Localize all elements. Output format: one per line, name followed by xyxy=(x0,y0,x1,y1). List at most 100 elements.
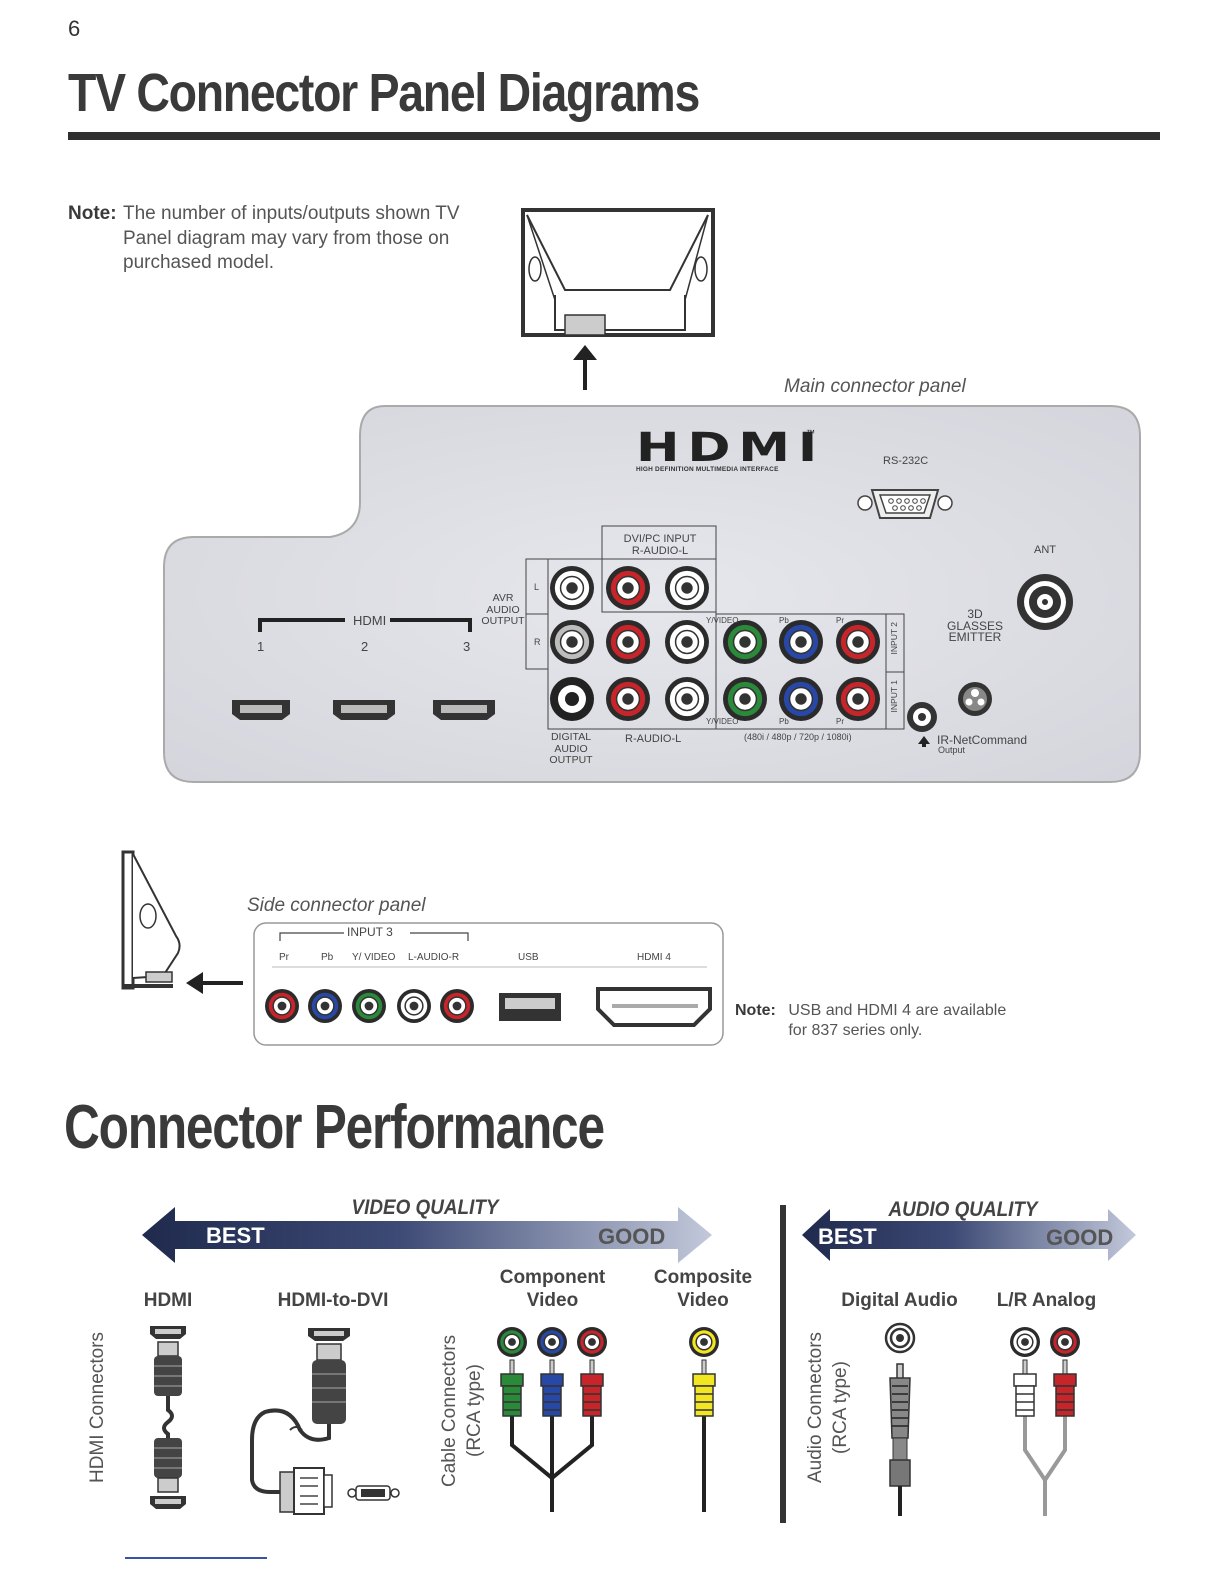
composite-plug-jack[interactable] xyxy=(689,1327,719,1357)
digital-audio-cable-illustration xyxy=(884,1322,916,1516)
hdmi-tm: ™ xyxy=(806,428,815,438)
avr-r-label: R xyxy=(534,637,541,647)
input2-label: INPUT 2 xyxy=(889,622,899,655)
antenna-port[interactable] xyxy=(1017,574,1073,630)
rs232c-label: RS-232C xyxy=(883,455,929,467)
component-y-plug-jack[interactable] xyxy=(497,1327,527,1357)
input2-pr-jack[interactable] xyxy=(836,620,880,664)
analog-l-plug-jack[interactable] xyxy=(1010,1327,1040,1357)
col-hdmi-to-dvi: HDMI-to-DVI xyxy=(277,1290,389,1311)
hdmi-group-label: HDMI xyxy=(350,613,390,628)
note-side: Note: USB and HDMI 4 are available for 8… xyxy=(735,1001,1008,1041)
component-pb-plug-jack[interactable] xyxy=(537,1327,567,1357)
connector-illustrations xyxy=(150,1322,1080,1516)
component-pb-plug xyxy=(537,1327,567,1417)
note-label: Note: xyxy=(68,203,117,224)
analog-l-plug xyxy=(1010,1327,1040,1417)
hdmi-logo: HDMI ™ HIGH DEFINITION MULTIMEDIA INTERF… xyxy=(636,428,817,473)
col-composite-video: Composite Video xyxy=(653,1267,753,1311)
rca-jack-group xyxy=(550,566,880,721)
connector-performance-title: Connector Performance xyxy=(64,1093,605,1162)
side-panel-caption: Side connector panel xyxy=(247,895,426,916)
tv-side-illustration xyxy=(121,850,243,994)
hdmi-tagline: HIGH DEFINITION MULTIMEDIA INTERFACE xyxy=(636,466,779,473)
footer-rule xyxy=(125,1557,267,1559)
input1-y-jack[interactable] xyxy=(723,677,767,721)
avr-l-label: L xyxy=(534,582,540,592)
side-audio-l-jack[interactable] xyxy=(397,989,431,1023)
video-quality-label: VIDEO QUALITY xyxy=(351,1196,499,1219)
input1-label: INPUT 1 xyxy=(889,680,899,713)
avr-audio-l-jack[interactable] xyxy=(550,566,594,610)
page-title: TV Connector Panel Diagrams xyxy=(68,63,700,123)
col-hdmi: HDMI xyxy=(143,1290,193,1311)
input2-pb-jack[interactable] xyxy=(779,620,823,664)
component-pr-plug xyxy=(577,1327,607,1417)
component-pr-plug-jack[interactable] xyxy=(577,1327,607,1357)
input2-pb-label: Pb xyxy=(779,616,789,625)
side-pb-label: Pb xyxy=(321,952,334,963)
side-y-jack[interactable] xyxy=(352,989,386,1023)
input2-pr-label: Pr xyxy=(836,616,844,625)
input1-pb-label: Pb xyxy=(779,717,789,726)
side-audio-label: L-AUDIO-R xyxy=(408,952,460,963)
analog-r-plug-jack[interactable] xyxy=(1050,1327,1080,1357)
ir-netcommand-port[interactable] xyxy=(907,702,937,732)
r-audio-l-label: R-AUDIO-L xyxy=(625,733,682,745)
side-hdmi4-label: HDMI 4 xyxy=(637,952,671,963)
audio-good-label: GOOD xyxy=(1046,1225,1114,1250)
avr-audio-output-label: AVR AUDIO OUTPUT xyxy=(481,592,525,627)
input2-yvideo-label: Y/VIDEO xyxy=(706,616,739,625)
composite-plug xyxy=(689,1327,719,1417)
col-lr-analog: L/R Analog xyxy=(996,1290,1097,1311)
ir-netcommand-label: IR-NetCommand xyxy=(937,733,1027,747)
dvi-pc-input-label: DVI/PC INPUT xyxy=(623,533,697,545)
avr-audio-r-jack[interactable] xyxy=(550,620,594,664)
page-number: 6 xyxy=(68,16,81,41)
tv-rear-illustration xyxy=(521,208,715,390)
video-best-label: BEST xyxy=(206,1223,265,1248)
dvi-audio-r-jack[interactable] xyxy=(606,566,650,610)
input1-pb-jack[interactable] xyxy=(779,677,823,721)
quality-arrows xyxy=(142,1207,1136,1263)
hdmi-port-3[interactable] xyxy=(433,700,495,720)
input1-audio-r-jack[interactable] xyxy=(606,677,650,721)
3d-glasses-label: 3D GLASSES EMITTER xyxy=(946,607,1004,644)
col-component-video: Component Video xyxy=(499,1267,606,1311)
input2-audio-l-jack[interactable] xyxy=(665,620,709,664)
input2-audio-r-jack[interactable] xyxy=(606,620,650,664)
resolutions-label: (480i / 480p / 720p / 1080i) xyxy=(744,732,852,742)
hdmi-port-2[interactable] xyxy=(333,700,395,720)
side-pr-jack[interactable] xyxy=(265,989,299,1023)
digital-audio-output-label: DIGITAL AUDIO OUTPUT xyxy=(549,731,593,766)
digital-audio-output-jack[interactable] xyxy=(550,677,594,721)
usb-port[interactable] xyxy=(499,993,561,1021)
component-y-plug xyxy=(497,1327,527,1417)
dvi-audio-label: R-AUDIO-L xyxy=(631,545,689,557)
side-audio-r-jack[interactable] xyxy=(440,989,474,1023)
hdmi-port-3-label: 3 xyxy=(463,639,471,654)
side-pb-jack[interactable] xyxy=(308,989,342,1023)
input1-pr-label: Pr xyxy=(836,717,844,726)
3d-glasses-emitter-port[interactable] xyxy=(958,682,992,716)
hdmi-port-4[interactable] xyxy=(596,987,712,1027)
input1-audio-l-jack[interactable] xyxy=(665,677,709,721)
hdmi-cable-illustration xyxy=(150,1326,186,1509)
dvi-audio-l-jack[interactable] xyxy=(665,566,709,610)
col-digital-audio: Digital Audio xyxy=(841,1290,958,1311)
note-side-label: Note: xyxy=(735,1002,776,1019)
side-usb-label: USB xyxy=(518,952,539,963)
hdmi-logo-text: HDMI xyxy=(636,425,825,471)
lr-analog-cable-illustration xyxy=(1023,1415,1067,1516)
hdmi-port-1-label: 1 xyxy=(257,639,265,654)
ir-netcommand-text: IR-NetCommand xyxy=(937,733,1028,747)
input1-pr-jack[interactable] xyxy=(836,677,880,721)
performance-rca-plugs xyxy=(497,1327,1080,1417)
input2-y-jack[interactable] xyxy=(723,620,767,664)
input3-label: INPUT 3 xyxy=(344,925,396,939)
rs232c-port[interactable] xyxy=(857,489,953,519)
component-cable-illustration xyxy=(510,1415,594,1512)
note-side-text: USB and HDMI 4 are available for 837 ser… xyxy=(788,1002,1007,1039)
hdmi-port-1[interactable] xyxy=(232,700,290,720)
audio-quality-label: AUDIO QUALITY xyxy=(888,1198,1038,1221)
